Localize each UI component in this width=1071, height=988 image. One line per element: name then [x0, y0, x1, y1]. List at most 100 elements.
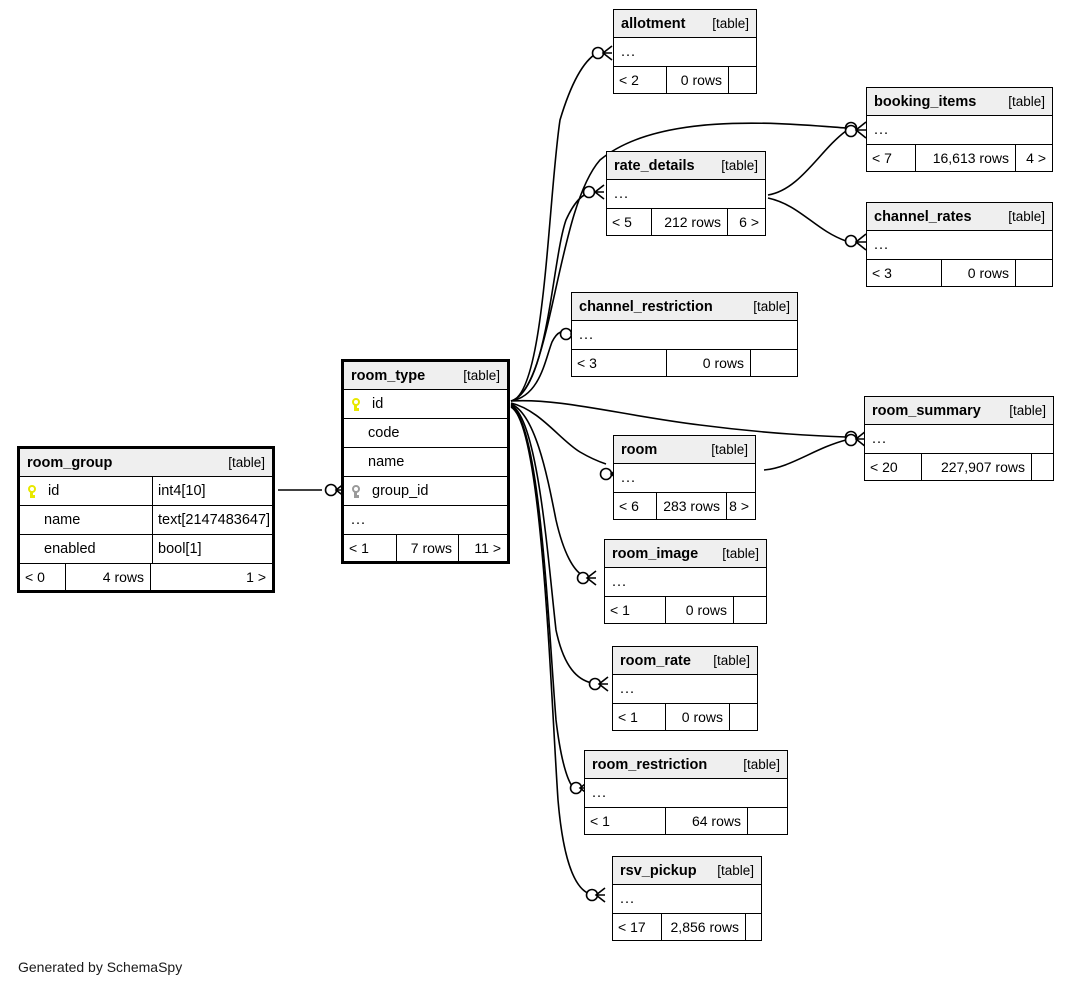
table-header: channel_rates [table] [867, 203, 1052, 230]
table-footer: < 6 283 rows 8 > [614, 492, 755, 519]
table-header: room_type [table] [344, 362, 507, 389]
footer-parents: < 1 [618, 709, 638, 725]
column-row-id[interactable]: id [344, 389, 507, 418]
column-row-enabled[interactable]: enabled bool[1] [20, 534, 272, 563]
footer-rows: 0 rows [666, 350, 750, 376]
table-channel_restriction[interactable]: channel_restriction [table] ... < 3 0 ro… [571, 292, 798, 377]
table-name: room_restriction [592, 756, 708, 773]
footer-rows: 0 rows [665, 704, 729, 730]
footer-parents: < 6 [619, 498, 639, 514]
table-footer: < 2 0 rows [614, 66, 756, 93]
table-columns-ellipsis: ... [605, 567, 766, 596]
table-footer: < 1 7 rows 11 > [344, 534, 507, 561]
column-name: id [372, 396, 384, 412]
table-rate_details[interactable]: rate_details [table] ... < 5 212 rows 6 … [606, 151, 766, 236]
table-header: room_restriction [table] [585, 751, 787, 778]
table-header: room [table] [614, 436, 755, 463]
table-tag: [table] [717, 863, 754, 878]
table-room_group[interactable]: room_group [table] id int4[10] name text… [17, 446, 275, 593]
footer-children: 11 > [458, 535, 507, 561]
table-channel_rates[interactable]: channel_rates [table] ... < 3 0 rows [866, 202, 1053, 287]
column-row-id[interactable]: id int4[10] [20, 476, 272, 505]
column-name: name [368, 454, 405, 470]
table-footer: < 3 0 rows [867, 259, 1052, 286]
table-room_type[interactable]: room_type [table] id code name group_id … [341, 359, 510, 564]
edge-room_type-room_image [510, 403, 583, 576]
table-name: rsv_pickup [620, 862, 697, 879]
table-room_image[interactable]: room_image [table] ... < 1 0 rows [604, 539, 767, 624]
table-name: room [621, 441, 658, 458]
table-header: room_image [table] [605, 540, 766, 567]
table-tag: [table] [1009, 403, 1046, 418]
footer-parents: < 0 [25, 569, 45, 585]
table-name: channel_rates [874, 208, 972, 225]
table-columns-ellipsis: ... [867, 230, 1052, 259]
column-name: enabled [44, 541, 96, 557]
footer-rows: 16,613 rows [915, 145, 1015, 171]
table-tag: [table] [228, 455, 265, 470]
column-row-group_id[interactable]: group_id [344, 476, 507, 505]
table-footer: < 1 0 rows [605, 596, 766, 623]
ellipsis-label: ... [872, 431, 888, 447]
edge-room_type-rsv_pickup [510, 406, 591, 895]
column-row-name[interactable]: name [344, 447, 507, 476]
edge-room_type-room_rate [510, 404, 593, 684]
table-name: room_image [612, 545, 699, 562]
table-tag: [table] [463, 368, 500, 383]
primary-key-icon [344, 397, 368, 411]
table-name: rate_details [614, 157, 695, 174]
table-name: channel_restriction [579, 298, 713, 315]
column-name: group_id [372, 483, 429, 499]
footer-rows: 212 rows [651, 209, 727, 235]
table-header: room_rate [table] [613, 647, 757, 674]
column-name: id [48, 483, 60, 499]
ellipsis-label: ... [620, 681, 636, 697]
table-header: rsv_pickup [table] [613, 857, 761, 884]
table-columns-ellipsis: ... [613, 884, 761, 913]
table-header: room_group [table] [20, 449, 272, 476]
table-footer: < 7 16,613 rows 4 > [867, 144, 1052, 171]
table-header: booking_items [table] [867, 88, 1052, 115]
footer-children: 1 > [150, 564, 272, 590]
footer-children [750, 350, 797, 376]
footer-children [729, 704, 757, 730]
edge-rate_details-booking_items [767, 130, 847, 196]
edge-room_type-channel_restriction [510, 331, 568, 402]
table-columns-ellipsis: ... [344, 505, 507, 534]
table-footer: < 1 0 rows [613, 703, 757, 730]
table-booking_items[interactable]: booking_items [table] ... < 7 16,613 row… [866, 87, 1053, 172]
ellipsis-label: ... [620, 891, 636, 907]
table-allotment[interactable]: allotment [table] ... < 2 0 rows [613, 9, 757, 94]
table-room_restriction[interactable]: room_restriction [table] ... < 1 64 rows [584, 750, 788, 835]
footer-rows: 4 rows [65, 564, 150, 590]
table-tag: [table] [743, 757, 780, 772]
ellipsis-label: ... [592, 785, 608, 801]
footer-parents: < 17 [618, 919, 646, 935]
table-room[interactable]: room [table] ... < 6 283 rows 8 > [613, 435, 756, 520]
table-footer: < 5 212 rows 6 > [607, 208, 765, 235]
footer-rows: 64 rows [665, 808, 747, 834]
table-room_summary[interactable]: room_summary [table] ... < 20 227,907 ro… [864, 396, 1054, 481]
footer-rows: 2,856 rows [661, 914, 745, 940]
footer-rows: 0 rows [941, 260, 1015, 286]
ellipsis-label: ... [351, 512, 367, 528]
table-room_rate[interactable]: room_rate [table] ... < 1 0 rows [612, 646, 758, 731]
footer-parents: < 20 [870, 459, 898, 475]
table-rsv_pickup[interactable]: rsv_pickup [table] ... < 17 2,856 rows [612, 856, 762, 941]
table-footer: < 0 4 rows 1 > [20, 563, 272, 590]
ellipsis-label: ... [874, 237, 890, 253]
footer-parents: < 1 [610, 602, 630, 618]
table-name: room_summary [872, 402, 981, 419]
edge-room_type-room [510, 402, 607, 465]
foreign-key-icon [344, 484, 368, 498]
footer-children: 4 > [1015, 145, 1052, 171]
edge-room-room_summary [763, 439, 847, 471]
footer-rows: 0 rows [665, 597, 733, 623]
ellipsis-label: ... [621, 44, 637, 60]
column-row-name[interactable]: name text[2147483647] [20, 505, 272, 534]
footer-rows: 7 rows [396, 535, 458, 561]
table-tag: [table] [713, 653, 750, 668]
table-tag: [table] [712, 16, 749, 31]
column-row-code[interactable]: code [344, 418, 507, 447]
